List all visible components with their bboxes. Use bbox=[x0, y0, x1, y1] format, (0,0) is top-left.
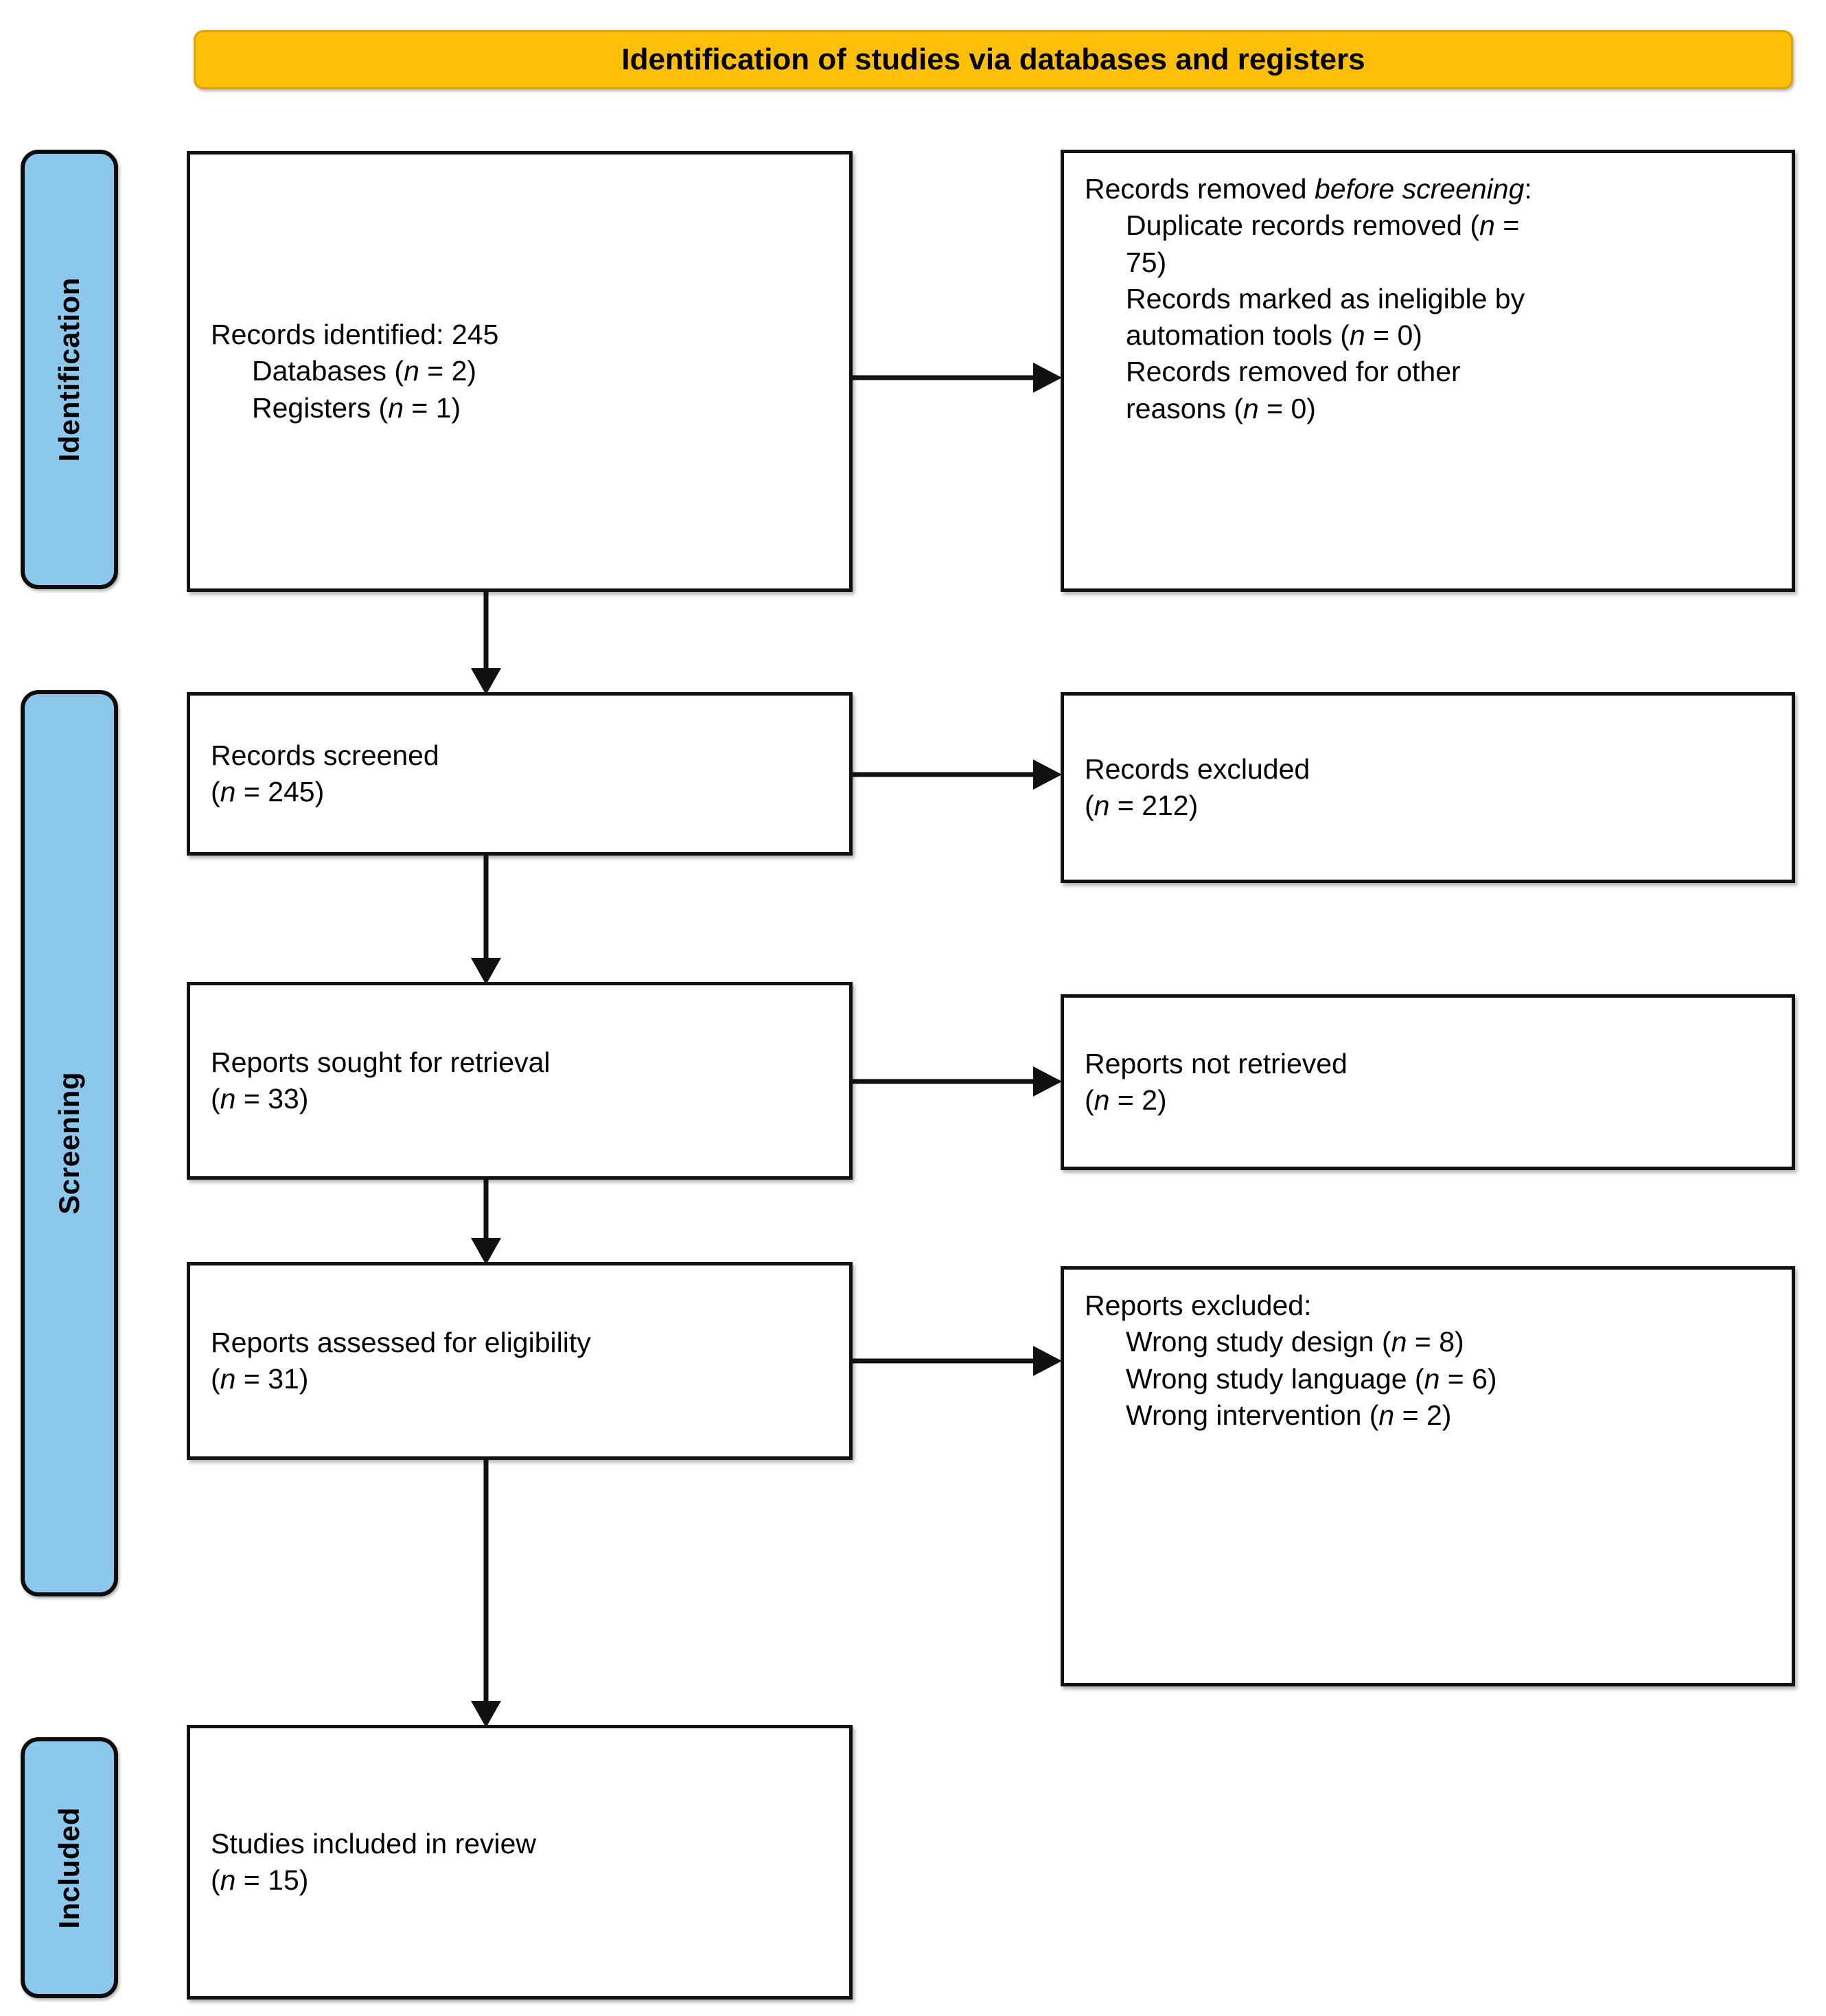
box-text-line: Reports excluded: bbox=[1085, 1290, 1312, 1321]
box-text-line: Studies included in review bbox=[211, 1827, 537, 1859]
box-text-line: Records screened bbox=[211, 739, 439, 771]
box-text-line: Reports sought for retrieval bbox=[211, 1046, 551, 1078]
stage-label-included-text: Included bbox=[53, 1807, 85, 1929]
arrow-down-sought-to-assessed bbox=[465, 1178, 507, 1265]
stage-label-screening: Screening bbox=[21, 690, 118, 1596]
diagram-header-title: Identification of studies via databases … bbox=[621, 43, 1365, 76]
box-text-line: (n = 15) bbox=[211, 1864, 309, 1896]
box-text-line: Reports not retrieved bbox=[1085, 1047, 1348, 1079]
box-text-line: Records identified: 245 bbox=[211, 319, 499, 351]
italic-n-symbol: n bbox=[1094, 1084, 1110, 1116]
box-text-line: Wrong intervention (n = 2) bbox=[1126, 1399, 1452, 1431]
italic-n-symbol: n bbox=[1391, 1326, 1407, 1358]
box-text-line: 75) bbox=[1126, 246, 1167, 278]
italic-n-symbol: n bbox=[220, 776, 236, 807]
arrow-down-identified-to-screened bbox=[465, 591, 507, 695]
box-text-line: (n = 33) bbox=[211, 1083, 309, 1114]
box-text-line: Registers (n = 1) bbox=[252, 391, 461, 424]
italic-n-symbol: n bbox=[220, 1864, 236, 1896]
arrow-right-screened-to-excluded bbox=[853, 754, 1062, 795]
box-text-line: (n = 31) bbox=[211, 1363, 309, 1395]
italic-n-symbol: n bbox=[220, 1083, 236, 1114]
reports-sought-for-retrieval-box: Reports sought for retrieval (n = 33) bbox=[187, 982, 853, 1180]
italic-n-symbol: n bbox=[1479, 209, 1495, 242]
italic-n-symbol: n bbox=[220, 1363, 236, 1395]
box-text-line: (n = 245) bbox=[211, 776, 325, 807]
stage-label-included: Included bbox=[21, 1737, 118, 1998]
records-removed-before-screening-box: Records removed before screening: Duplica… bbox=[1061, 150, 1795, 592]
records-screened-box: Records screened (n = 245) bbox=[187, 692, 853, 856]
stage-label-identification: Identification bbox=[21, 150, 118, 589]
box-text-line: Wrong study design (n = 8) bbox=[1126, 1326, 1464, 1358]
box-text-line: Duplicate records removed (n = bbox=[1126, 209, 1520, 242]
box-text-line: automation tools (n = 0) bbox=[1126, 319, 1422, 352]
arrow-down-screened-to-sought bbox=[465, 854, 507, 985]
italic-n-symbol: n bbox=[388, 391, 404, 424]
diagram-header-band: Identification of studies via databases … bbox=[194, 30, 1793, 89]
box-text-line: Reports assessed for eligibility bbox=[211, 1326, 591, 1358]
arrow-right-sought-to-not-retrieved bbox=[853, 1061, 1062, 1102]
italic-n-symbol: n bbox=[1243, 392, 1259, 424]
box-text-line: Records removed before screening: bbox=[1085, 173, 1532, 205]
box-text-line: (n = 212) bbox=[1085, 790, 1199, 821]
italic-n-symbol: n bbox=[1378, 1399, 1395, 1431]
box-text-line: Wrong study language (n = 6) bbox=[1126, 1362, 1497, 1395]
arrow-right-identified-to-removed bbox=[853, 357, 1062, 398]
box-text-line: (n = 2) bbox=[1085, 1084, 1167, 1116]
box-text-line: Records removed for other bbox=[1126, 356, 1461, 388]
studies-included-in-review-box: Studies included in review (n = 15) bbox=[187, 1725, 853, 2000]
box-text-line: reasons (n = 0) bbox=[1126, 392, 1316, 424]
stage-label-screening-text: Screening bbox=[53, 1072, 85, 1215]
reports-not-retrieved-box: Reports not retrieved (n = 2) bbox=[1061, 994, 1795, 1170]
box-text-line: Records excluded bbox=[1085, 753, 1310, 785]
arrow-right-assessed-to-reports-excluded bbox=[853, 1340, 1062, 1382]
stage-label-identification-text: Identification bbox=[53, 277, 85, 462]
italic-n-symbol: n bbox=[1349, 319, 1365, 352]
italic-n-symbol: before screening bbox=[1314, 173, 1525, 205]
arrow-down-assessed-to-included bbox=[465, 1458, 507, 1728]
italic-n-symbol: n bbox=[404, 355, 419, 387]
italic-n-symbol: n bbox=[1424, 1362, 1440, 1395]
italic-n-symbol: n bbox=[1094, 790, 1110, 821]
reports-assessed-for-eligibility-box: Reports assessed for eligibility (n = 31) bbox=[187, 1262, 853, 1460]
box-text-line: Records marked as ineligible by bbox=[1126, 282, 1525, 314]
reports-excluded-box: Reports excluded: Wrong study design (n =… bbox=[1061, 1266, 1795, 1686]
box-text-line: Databases (n = 2) bbox=[252, 355, 477, 387]
records-excluded-box: Records excluded (n = 212) bbox=[1061, 692, 1795, 883]
